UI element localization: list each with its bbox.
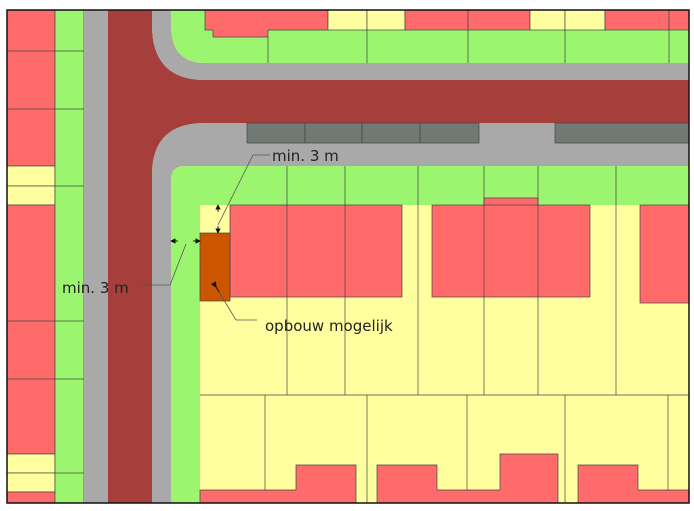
parking-spaces: [246, 122, 690, 144]
top-block: [171, 9, 690, 63]
dimension-arrows: [170, 204, 221, 244]
label-distance-side: min. 3 m: [62, 279, 129, 297]
label-distance-top: min. 3 m: [272, 147, 339, 165]
label-extension: opbouw mogelijk: [265, 317, 393, 335]
map-frame: [6, 9, 690, 504]
leader-extension: [215, 286, 257, 321]
extension-area: [199, 232, 231, 302]
left-plots: [6, 9, 85, 504]
leader-side: [140, 243, 187, 286]
bottom-block: [171, 166, 690, 504]
leader-top: [217, 154, 270, 226]
